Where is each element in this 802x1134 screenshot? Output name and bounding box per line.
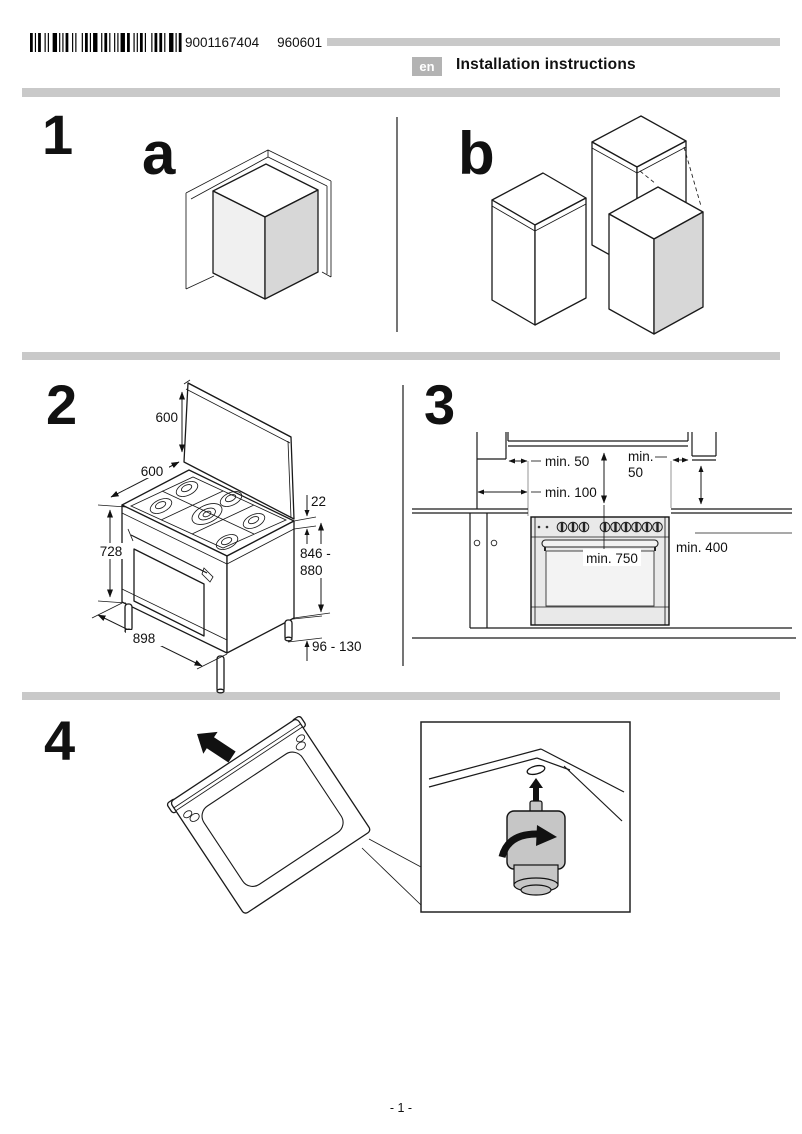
- cooker-unit: [608, 186, 704, 335]
- dim-side-right-1: min.: [628, 449, 654, 464]
- wall-panels: [185, 149, 332, 290]
- diagram-1a: [185, 149, 332, 300]
- tilted-cooker-underside: [166, 715, 371, 914]
- left-cabinet: [491, 172, 587, 326]
- dim-side-cabinet: min. 400: [676, 540, 728, 555]
- right-wall-cabinet: [691, 432, 717, 461]
- clearance-diagram: min. 50 min. 100 min. 750 min. 50 min. 4…: [412, 432, 796, 639]
- barcode: [30, 33, 182, 52]
- language-badge: en: [412, 57, 442, 76]
- cabinet-side: [264, 189, 319, 300]
- step-4-number: 4: [44, 709, 76, 772]
- move-arrow-icon: [197, 731, 236, 763]
- separator-rule-2: [22, 692, 780, 700]
- worktops: [412, 508, 792, 514]
- floor-line: [412, 627, 796, 639]
- batch-code: 960601: [277, 35, 323, 50]
- adjustable-foot: [506, 800, 566, 896]
- dim-side-left: min. 50: [545, 454, 589, 469]
- door-handle: [541, 539, 659, 548]
- rotate-arrow-head-icon: [536, 825, 557, 846]
- step-2-number: 2: [46, 373, 78, 436]
- oven-window: [133, 548, 205, 637]
- hood-underside: [508, 440, 688, 447]
- step-3-number: 3: [424, 373, 456, 436]
- dimension-annotations: 600 600 22 846 - 880 728: [91, 391, 362, 670]
- separator-rule-1: [22, 352, 780, 360]
- leveling-diagram: [166, 715, 631, 914]
- control-knobs: [556, 521, 663, 533]
- oven-handle: [130, 534, 208, 574]
- foot-socket-hole: [526, 764, 546, 776]
- barcode-number: 9001167404: [185, 35, 260, 50]
- header-rule: [22, 88, 780, 97]
- base-cabinet: [469, 513, 488, 628]
- dim-body-height: 728: [100, 544, 123, 559]
- alignment-dashes: [639, 146, 702, 207]
- dim-lid-height: 600: [155, 410, 178, 425]
- page-title: Installation instructions: [456, 56, 636, 73]
- step-1b-label: b: [458, 120, 495, 187]
- foot-adjust-inset: [420, 721, 631, 913]
- dim-hob-rim: 22: [311, 494, 326, 509]
- diagram-1b: [491, 115, 704, 335]
- up-arrow-icon: [529, 778, 543, 802]
- callout-lines: [361, 838, 422, 906]
- dim-hood-height: min. 750: [586, 551, 638, 566]
- dim-feet-height: 96 - 130: [312, 639, 362, 654]
- step-1-number: 1: [42, 103, 74, 166]
- rotate-arrow-icon: [498, 830, 540, 859]
- dim-total-height-2: 880: [300, 563, 323, 578]
- cooker-front-view: [530, 516, 670, 626]
- dim-rear-wall: min. 100: [545, 485, 597, 500]
- clearance-annotations: min. 50 min. 100 min. 750 min. 50 min. 4…: [477, 449, 737, 566]
- dim-depth: 600: [141, 464, 164, 479]
- step-1a-label: a: [142, 120, 176, 187]
- barcode-caption: 9001167404 960601: [185, 35, 340, 50]
- dim-side-right-2: 50: [628, 465, 643, 480]
- foot-brackets: [183, 734, 306, 822]
- top-rule: [327, 38, 780, 46]
- cooker-dimension-diagram: 600 600 22 846 - 880 728: [91, 379, 362, 694]
- left-wall-cabinet: [476, 432, 507, 509]
- dim-total-height-1: 846 -: [300, 546, 331, 561]
- page-number: - 1 -: [389, 1101, 413, 1115]
- dim-width: 898: [133, 631, 156, 646]
